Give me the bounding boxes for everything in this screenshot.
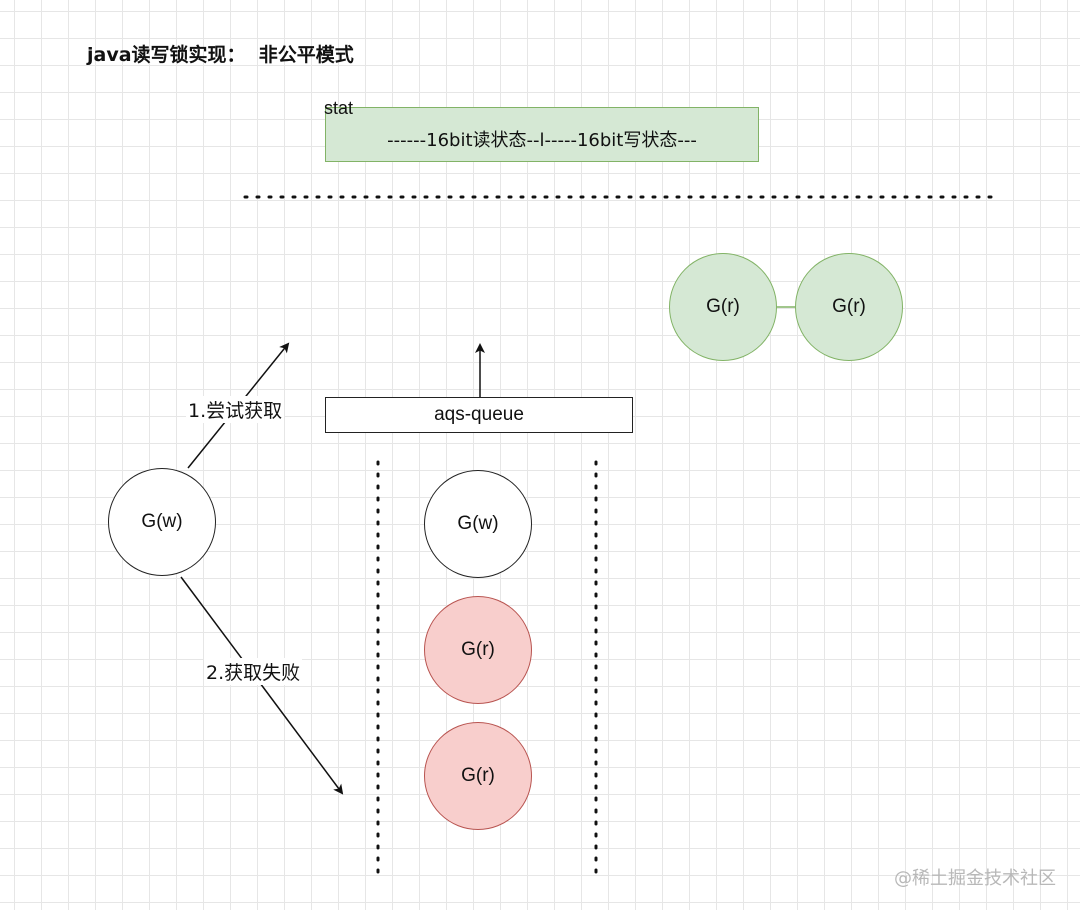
holder-reader-node-1: G(r): [669, 253, 777, 361]
queue-writer-node: G(w): [424, 470, 532, 578]
writer-node-label: G(w): [141, 511, 183, 532]
edge-label-acquire-failed: 2.获取失败: [204, 658, 303, 685]
stat-content: ------16bit读状态--l-----16bit写状态---: [387, 130, 697, 151]
queue-writer-node-label: G(w): [457, 513, 499, 534]
queue-reader-node-2: G(r): [424, 722, 532, 830]
stat-box: [325, 107, 759, 162]
aqs-queue-label: aqs-queue: [434, 404, 524, 425]
aqs-queue-box: aqs-queue: [325, 397, 633, 433]
queue-reader-node-2-label: G(r): [461, 765, 495, 786]
edge-acquire-failed-arrow: [180, 576, 344, 795]
writer-node: G(w): [108, 468, 216, 576]
queue-reader-node-1: G(r): [424, 596, 532, 704]
queue-reader-node-1-label: G(r): [461, 639, 495, 660]
watermark: @稀土掘金技术社区: [894, 868, 1056, 889]
stat-label: stat: [324, 98, 354, 118]
holder-reader-node-1-label: G(r): [706, 296, 740, 317]
holder-reader-node-2: G(r): [795, 253, 903, 361]
holder-reader-node-2-label: G(r): [832, 296, 866, 317]
edge-label-try-acquire: 1.尝试获取: [186, 396, 285, 423]
diagram-title: java读写锁实现： 非公平模式: [87, 44, 354, 66]
